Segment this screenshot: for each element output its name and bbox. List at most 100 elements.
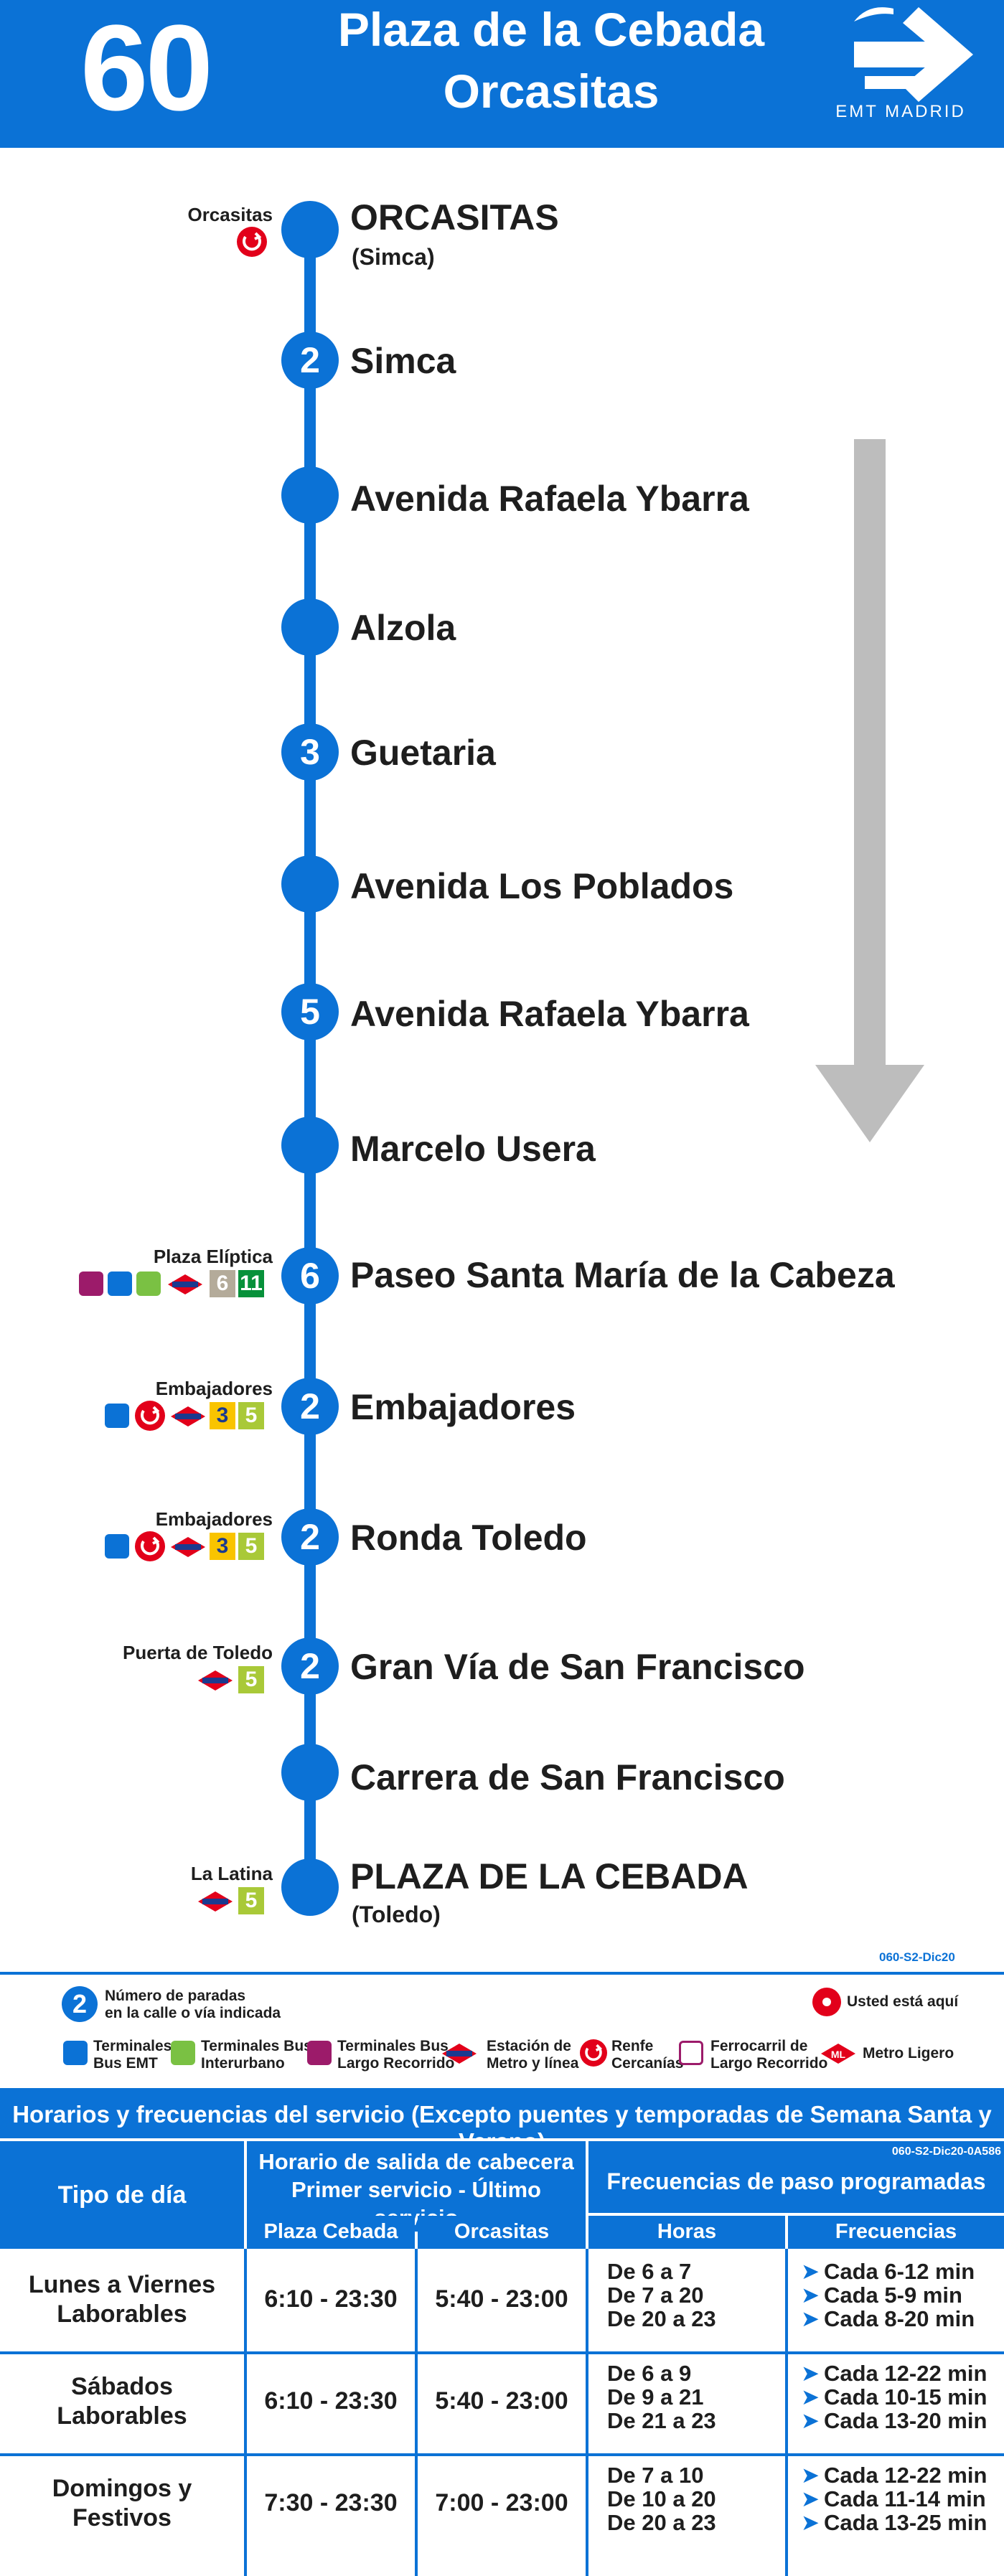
row-2-freq-2: ➤Cada 10-15 min (801, 2384, 987, 2410)
metro-icon (198, 1891, 233, 1912)
row-1-hour-1: De 6 a 7 (607, 2259, 692, 2284)
row-divider (0, 2453, 1004, 2456)
row-2-orcasitas: 5:40 - 23:00 (435, 2387, 568, 2415)
row-3-hour-1: De 7 a 10 (607, 2463, 704, 2488)
row-1-day: Lunes a Viernes Laborables (28, 2271, 216, 2328)
stop-name-simca: Simca (350, 341, 456, 381)
interurban-bus-icon (136, 1271, 161, 1296)
stop-name-embajadores: Embajadores (350, 1387, 576, 1427)
row-3-freq-1: ➤Cada 12-22 min (801, 2463, 987, 2488)
long-distance-bus-icon (79, 1271, 103, 1296)
destination-2: Orcasitas (443, 65, 660, 118)
stop-marker-santa-maria-cabeza: 6 (281, 1247, 339, 1305)
row-2-hour-3: De 21 a 23 (607, 2408, 716, 2433)
legend-stops-count: Número de paradas en la calle o vía indi… (105, 1988, 281, 2022)
connection-label-embajadores-2: Embajadores (155, 1508, 273, 1530)
stop-name-gran-via-san-francisco: Gran Vía de San Francisco (350, 1647, 805, 1687)
stop-marker-orcasitas (281, 201, 339, 258)
row-1-plaza: 6:10 - 23:30 (264, 2285, 398, 2313)
col-divider (244, 2249, 247, 2576)
col-divider (415, 2249, 418, 2576)
stop-name-guetaria: Guetaria (350, 733, 496, 773)
stop-marker-simca: 2 (281, 332, 339, 389)
connection-label-orcasitas: Orcasitas (187, 204, 273, 225)
legend-you-are-here: Usted está aquí (847, 1993, 959, 2010)
legend-emt-terminals: Terminales Bus EMT (93, 2038, 172, 2072)
metro-icon (168, 1274, 202, 1294)
row-2-plaza: 6:10 - 23:30 (264, 2387, 398, 2415)
schedule-code: 060-S2-Dic20-0A586 (847, 2145, 1001, 2158)
long-distance-rail-icon (679, 2041, 703, 2065)
row-3-day: Domingos y Festivos (52, 2475, 192, 2532)
row-1-hour-2: De 7 a 20 (607, 2283, 704, 2308)
stop-marker-guetaria: 3 (281, 723, 339, 781)
row-2-freq-1: ➤Cada 12-22 min (801, 2361, 987, 2386)
line-number: 60 (80, 0, 213, 136)
row-1-freq-3: ➤Cada 8-20 min (801, 2306, 975, 2331)
legend-long-distance-terminals: Terminales Bus Largo Recorrido (337, 2038, 455, 2072)
stop-name-los-poblados: Avenida Los Poblados (350, 866, 734, 906)
emt-bus-icon (108, 1271, 132, 1296)
row-2-freq-3: ➤Cada 13-20 min (801, 2408, 987, 2433)
connection-label-la-latina: La Latina (190, 1863, 273, 1884)
stop-name-marcelo-usera: Marcelo Usera (350, 1129, 596, 1169)
row-1-freq-1: ➤Cada 6-12 min (801, 2259, 975, 2284)
metro-icon (171, 1406, 205, 1426)
legend-interurban-terminals: Terminales Bus Interurbano (201, 2038, 312, 2072)
row-3-plaza: 7:30 - 23:30 (264, 2489, 398, 2516)
long-distance-bus-icon (307, 2041, 332, 2065)
header-freq: Frecuencias (788, 2220, 1004, 2244)
metro-line-3: 3 (210, 1402, 235, 1429)
stop-name-ronda-toledo: Ronda Toledo (350, 1518, 587, 1558)
header-plaza: Plaza Cebada (247, 2220, 415, 2244)
row-2-hour-2: De 9 a 21 (607, 2384, 704, 2410)
connection-label-eliptica: Plaza Elíptica (153, 1246, 273, 1267)
row-2-hour-1: De 6 a 9 (607, 2361, 692, 2386)
emt-bus-icon (105, 1534, 129, 1559)
row-1-hour-3: De 20 a 23 (607, 2306, 716, 2331)
metro-line-5: 5 (238, 1887, 264, 1914)
row-3-freq-3: ➤Cada 13-25 min (801, 2510, 987, 2535)
row-2-day: Sábados Laborables (57, 2373, 187, 2430)
stop-name-orcasitas: ORCASITAS (350, 197, 559, 238)
you-are-here-icon (812, 1988, 841, 2016)
row-3-hour-2: De 10 a 20 (607, 2486, 716, 2511)
interurban-bus-icon (171, 2041, 195, 2065)
metro-line-5: 5 (238, 1533, 264, 1560)
col-divider (785, 2249, 788, 2576)
row-divider (0, 2351, 1004, 2354)
stop-marker-rafaela-ybarra-1 (281, 466, 339, 524)
stop-marker-los-poblados (281, 855, 339, 913)
connection-label-puerta-toledo: Puerta de Toledo (123, 1642, 273, 1663)
row-3-orcasitas: 7:00 - 23:00 (435, 2489, 568, 2516)
metro-line-5: 5 (238, 1666, 264, 1693)
legend-border (0, 1972, 1004, 1975)
stop-marker-rafaela-ybarra-2: 5 (281, 983, 339, 1040)
connection-label-embajadores-1: Embajadores (155, 1378, 273, 1399)
legend-code: 060-S2-Dic20 (879, 1950, 955, 1964)
legend-light-rail: Metro Ligero (863, 2045, 954, 2062)
renfe-icon (135, 1531, 165, 1561)
renfe-icon (580, 2039, 607, 2067)
stop-name-santa-maria-cabeza: Paseo Santa María de la Cabeza (350, 1255, 895, 1295)
stop-marker-embajadores: 2 (281, 1378, 339, 1435)
header-day-type: Tipo de día (0, 2181, 244, 2209)
stop-name-rafaela-ybarra-2: Avenida Rafaela Ybarra (350, 994, 749, 1034)
metro-line-6: 6 (210, 1270, 235, 1297)
direction-arrow-icon (815, 439, 924, 1142)
header-orcasitas: Orcasitas (418, 2220, 586, 2244)
stops-count-icon: 2 (62, 1986, 98, 2022)
header-hours: Horas (588, 2220, 785, 2244)
col-divider (586, 2249, 588, 2576)
light-rail-icon: ML (821, 2044, 855, 2064)
row-1-orcasitas: 5:40 - 23:00 (435, 2285, 568, 2313)
schedule-title-bar (0, 2088, 1004, 2138)
stop-marker-gran-via-san-francisco: 2 (281, 1637, 339, 1695)
stop-name-alzola: Alzola (350, 608, 456, 648)
header-frequencies: Frecuencias de paso programadas (588, 2168, 1004, 2195)
renfe-icon (237, 227, 267, 257)
emt-logo-icon (854, 7, 973, 102)
stop-marker-plaza-cebada (281, 1858, 339, 1916)
metro-line-5: 5 (238, 1402, 264, 1429)
emt-bus-icon (105, 1404, 129, 1428)
